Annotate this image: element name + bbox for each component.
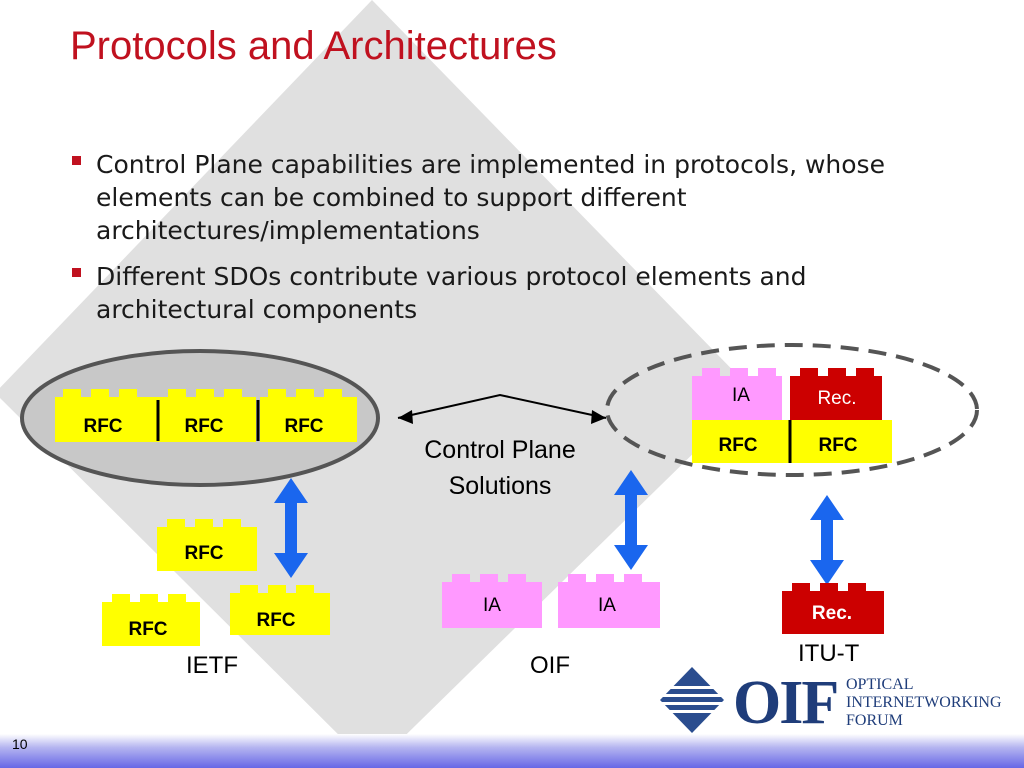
connector-arrows <box>397 393 607 424</box>
ietf-component-block: RFC <box>230 585 330 635</box>
itu-solution-ellipse <box>605 343 979 477</box>
page-number: 10 <box>12 736 28 752</box>
block-label: RFC <box>184 416 223 437</box>
bullet-marker-icon <box>72 156 81 165</box>
control-plane-solutions-label: Control Plane Solutions <box>400 432 600 504</box>
block-label: IA <box>483 595 501 616</box>
itu-solution-rec-block: Rec. <box>790 368 882 420</box>
block-label: RFC <box>718 435 757 456</box>
oif-logo-text: OIF <box>733 669 839 737</box>
bullet-text: Different SDOs contribute various protoc… <box>96 262 807 324</box>
ietf-component-block: RFC <box>102 594 200 646</box>
logo-line: INTERNETWORKING <box>846 694 1002 711</box>
ietf-solution-block: RFC <box>160 389 256 442</box>
ietf-label: IETF <box>186 652 238 679</box>
oif-component-block: IA <box>442 574 542 628</box>
bullet-marker-icon <box>72 268 81 277</box>
block-label: RFC <box>818 435 857 456</box>
itu-component-block: Rec. <box>782 583 884 634</box>
bullet-item: Different SDOs contribute various protoc… <box>70 260 940 326</box>
bullet-text: Control Plane capabilities are implement… <box>96 150 885 245</box>
block-label: RFC <box>128 619 167 640</box>
oif-label: OIF <box>530 652 570 679</box>
oif-double-arrow-icon <box>614 470 648 570</box>
logo-line: FORUM <box>846 712 903 729</box>
block-label: RFC <box>83 416 122 437</box>
block-label: IA <box>598 595 616 616</box>
ietf-component-block: RFC <box>157 519 257 571</box>
block-label: Rec. <box>817 388 856 409</box>
itu-solution-ia-block: IA <box>692 368 782 420</box>
itu-label: ITU-T <box>798 640 860 667</box>
ietf-solution-block: RFC <box>55 389 160 442</box>
center-label-text: Control Plane Solutions <box>424 436 576 500</box>
itu-solution-rfc-block <box>692 420 892 463</box>
logo-line: OPTICAL <box>846 676 914 693</box>
ietf-double-arrow-icon <box>274 478 308 578</box>
oif-component-block: IA <box>558 574 660 628</box>
ietf-solution-block: RFC <box>260 389 357 442</box>
block-label: RFC <box>256 610 295 631</box>
itu-double-arrow-icon <box>810 495 844 585</box>
footer-bar <box>0 734 1024 768</box>
slide-title: Protocols and Architectures <box>70 24 557 68</box>
bullet-list: Control Plane capabilities are implement… <box>70 148 940 339</box>
block-label: RFC <box>184 543 223 564</box>
bullet-item: Control Plane capabilities are implement… <box>70 148 940 247</box>
block-label: IA <box>732 385 750 406</box>
oif-logo-diamond-icon <box>660 667 724 733</box>
block-label: Rec. <box>812 603 852 624</box>
block-label: RFC <box>284 416 323 437</box>
